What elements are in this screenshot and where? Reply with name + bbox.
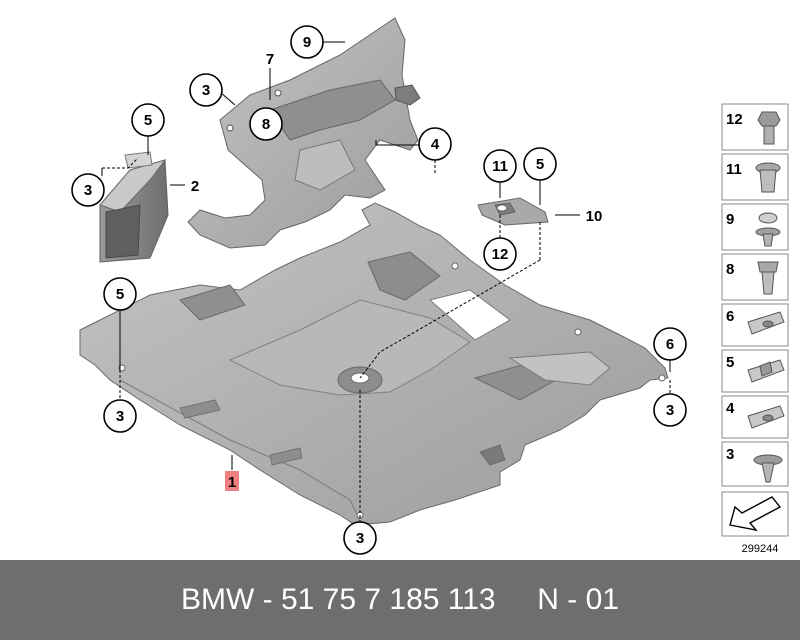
svg-text:1: 1 [228, 474, 236, 491]
expansion-rivet-icon [755, 212, 781, 247]
svg-text:5: 5 [144, 112, 152, 129]
wheel-arch-panel [187, 17, 421, 249]
callout-12: 12 [483, 237, 517, 271]
callout-9: 9 [290, 25, 324, 59]
svg-text:3: 3 [84, 182, 92, 199]
callout-3-upper: 3 [189, 73, 223, 107]
grommet-icon [755, 162, 781, 193]
reference-number: 299244 [742, 543, 779, 555]
svg-text:6: 6 [726, 308, 734, 325]
svg-text:10: 10 [586, 208, 603, 225]
air-duct [99, 151, 169, 263]
callout-4: 4 [418, 127, 452, 161]
bolt-icon [757, 111, 781, 145]
callout-5-left: 5 [103, 277, 137, 311]
svg-text:2: 2 [191, 178, 199, 195]
callout-10: 10 [586, 208, 603, 225]
svg-text:9: 9 [303, 34, 311, 51]
legend-item-6: 6 [721, 303, 789, 347]
clip-nut-icon [747, 405, 785, 429]
svg-text:3: 3 [726, 446, 734, 463]
plastic-screw-icon [753, 454, 783, 483]
parts-diagram: 9 7 3 8 5 2 3 4 11 5 10 12 5 3 1 3 6 3 1… [71, 17, 789, 555]
leader-lines [101, 41, 671, 522]
svg-text:8: 8 [726, 261, 734, 278]
callout-3-bottom: 3 [343, 521, 377, 555]
svg-text:12: 12 [726, 111, 743, 128]
callout-3-duct: 3 [71, 173, 105, 207]
legend-item-5: 5 [721, 349, 789, 393]
legend-item-12: 12 [721, 103, 789, 151]
svg-text:4: 4 [726, 400, 735, 417]
svg-text:3: 3 [666, 402, 674, 419]
legend-item-11: 11 [721, 153, 789, 201]
svg-text:3: 3 [116, 408, 124, 425]
underbody-guard-panel [79, 202, 669, 526]
spreader-nut-icon [757, 261, 779, 295]
svg-text:3: 3 [202, 82, 210, 99]
callout-2: 2 [191, 178, 199, 195]
footer-bar: BMW - 51 75 7 185 113 N - 01 [0, 560, 800, 640]
svg-text:9: 9 [726, 211, 734, 228]
svg-text:12: 12 [492, 246, 509, 263]
spring-nut-icon [747, 359, 785, 383]
svg-text:8: 8 [262, 116, 270, 133]
callout-8: 8 [249, 107, 283, 141]
svg-text:3: 3 [356, 530, 364, 547]
legend: 12 11 9 8 [721, 103, 789, 555]
direction-arrow-box [721, 491, 789, 537]
legend-item-4: 4 [721, 395, 789, 439]
direction-arrow-icon [729, 496, 782, 532]
svg-text:7: 7 [266, 51, 274, 68]
svg-text:5: 5 [536, 156, 544, 173]
legend-item-3: 3 [721, 441, 789, 487]
legend-item-9: 9 [721, 203, 789, 251]
callout-7: 7 [266, 51, 274, 68]
clip-nut-icon [747, 311, 785, 335]
legend-item-8: 8 [721, 253, 789, 301]
callout-3-right: 3 [653, 393, 687, 427]
callout-11: 11 [483, 149, 517, 183]
bracket-part-10 [477, 197, 549, 226]
svg-text:4: 4 [431, 136, 440, 153]
callout-3-left: 3 [103, 399, 137, 433]
svg-text:11: 11 [726, 161, 742, 178]
callout-6: 6 [653, 327, 687, 361]
svg-text:6: 6 [666, 336, 674, 353]
callout-1: 1 [225, 471, 239, 491]
part-number-caption: BMW - 51 75 7 185 113 N - 01 [181, 583, 619, 616]
svg-text:5: 5 [116, 286, 124, 303]
callout-5-bracket: 5 [523, 147, 557, 181]
svg-text:5: 5 [726, 354, 734, 371]
callout-5-duct: 5 [131, 103, 165, 137]
svg-text:11: 11 [492, 158, 508, 175]
